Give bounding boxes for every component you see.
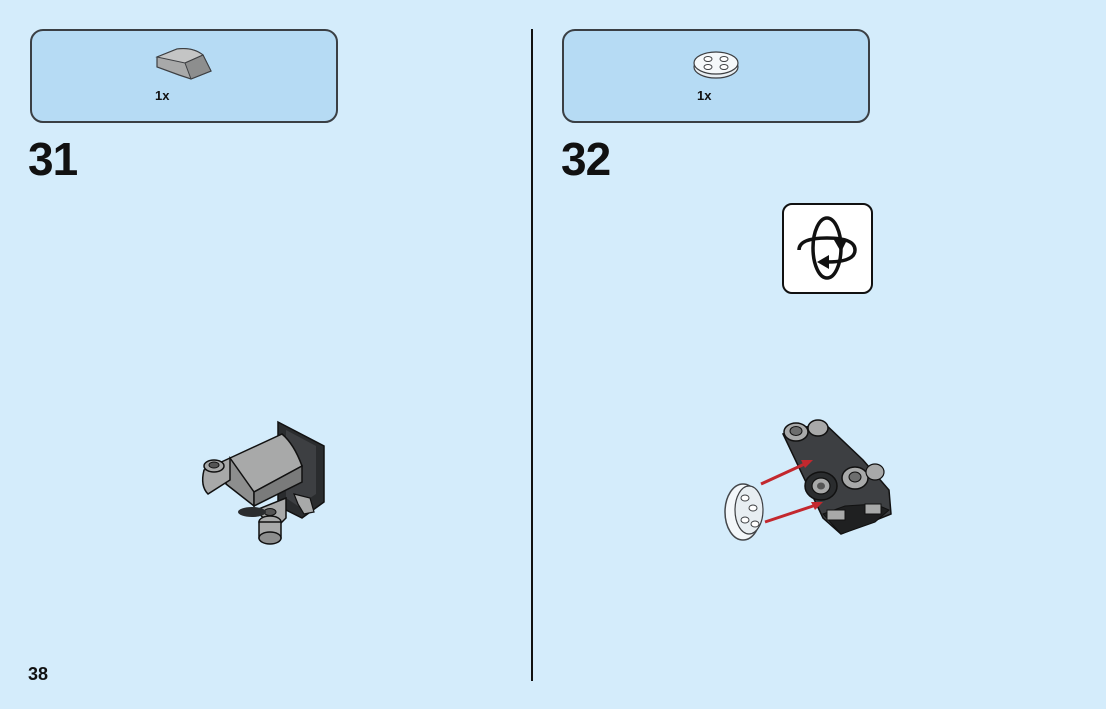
part-quantity: 1x	[697, 88, 712, 103]
curved-slope-tile-icon	[155, 48, 212, 80]
step-32-assembly-icon	[724, 419, 892, 541]
step-number: 32	[561, 133, 611, 185]
rotate-model-callout	[782, 203, 873, 294]
page-number: 38	[28, 664, 49, 684]
parts-callout-step-31: 1x	[30, 29, 338, 123]
part-quantity: 1x	[155, 88, 170, 103]
parts-callout-step-32: 1x	[562, 29, 870, 123]
rotate-model-icon	[797, 216, 857, 280]
step-number: 31	[28, 133, 78, 185]
page-divider	[531, 29, 533, 681]
round-plate-transparent-icon	[693, 51, 739, 79]
step-31-assembly-icon	[201, 420, 325, 545]
